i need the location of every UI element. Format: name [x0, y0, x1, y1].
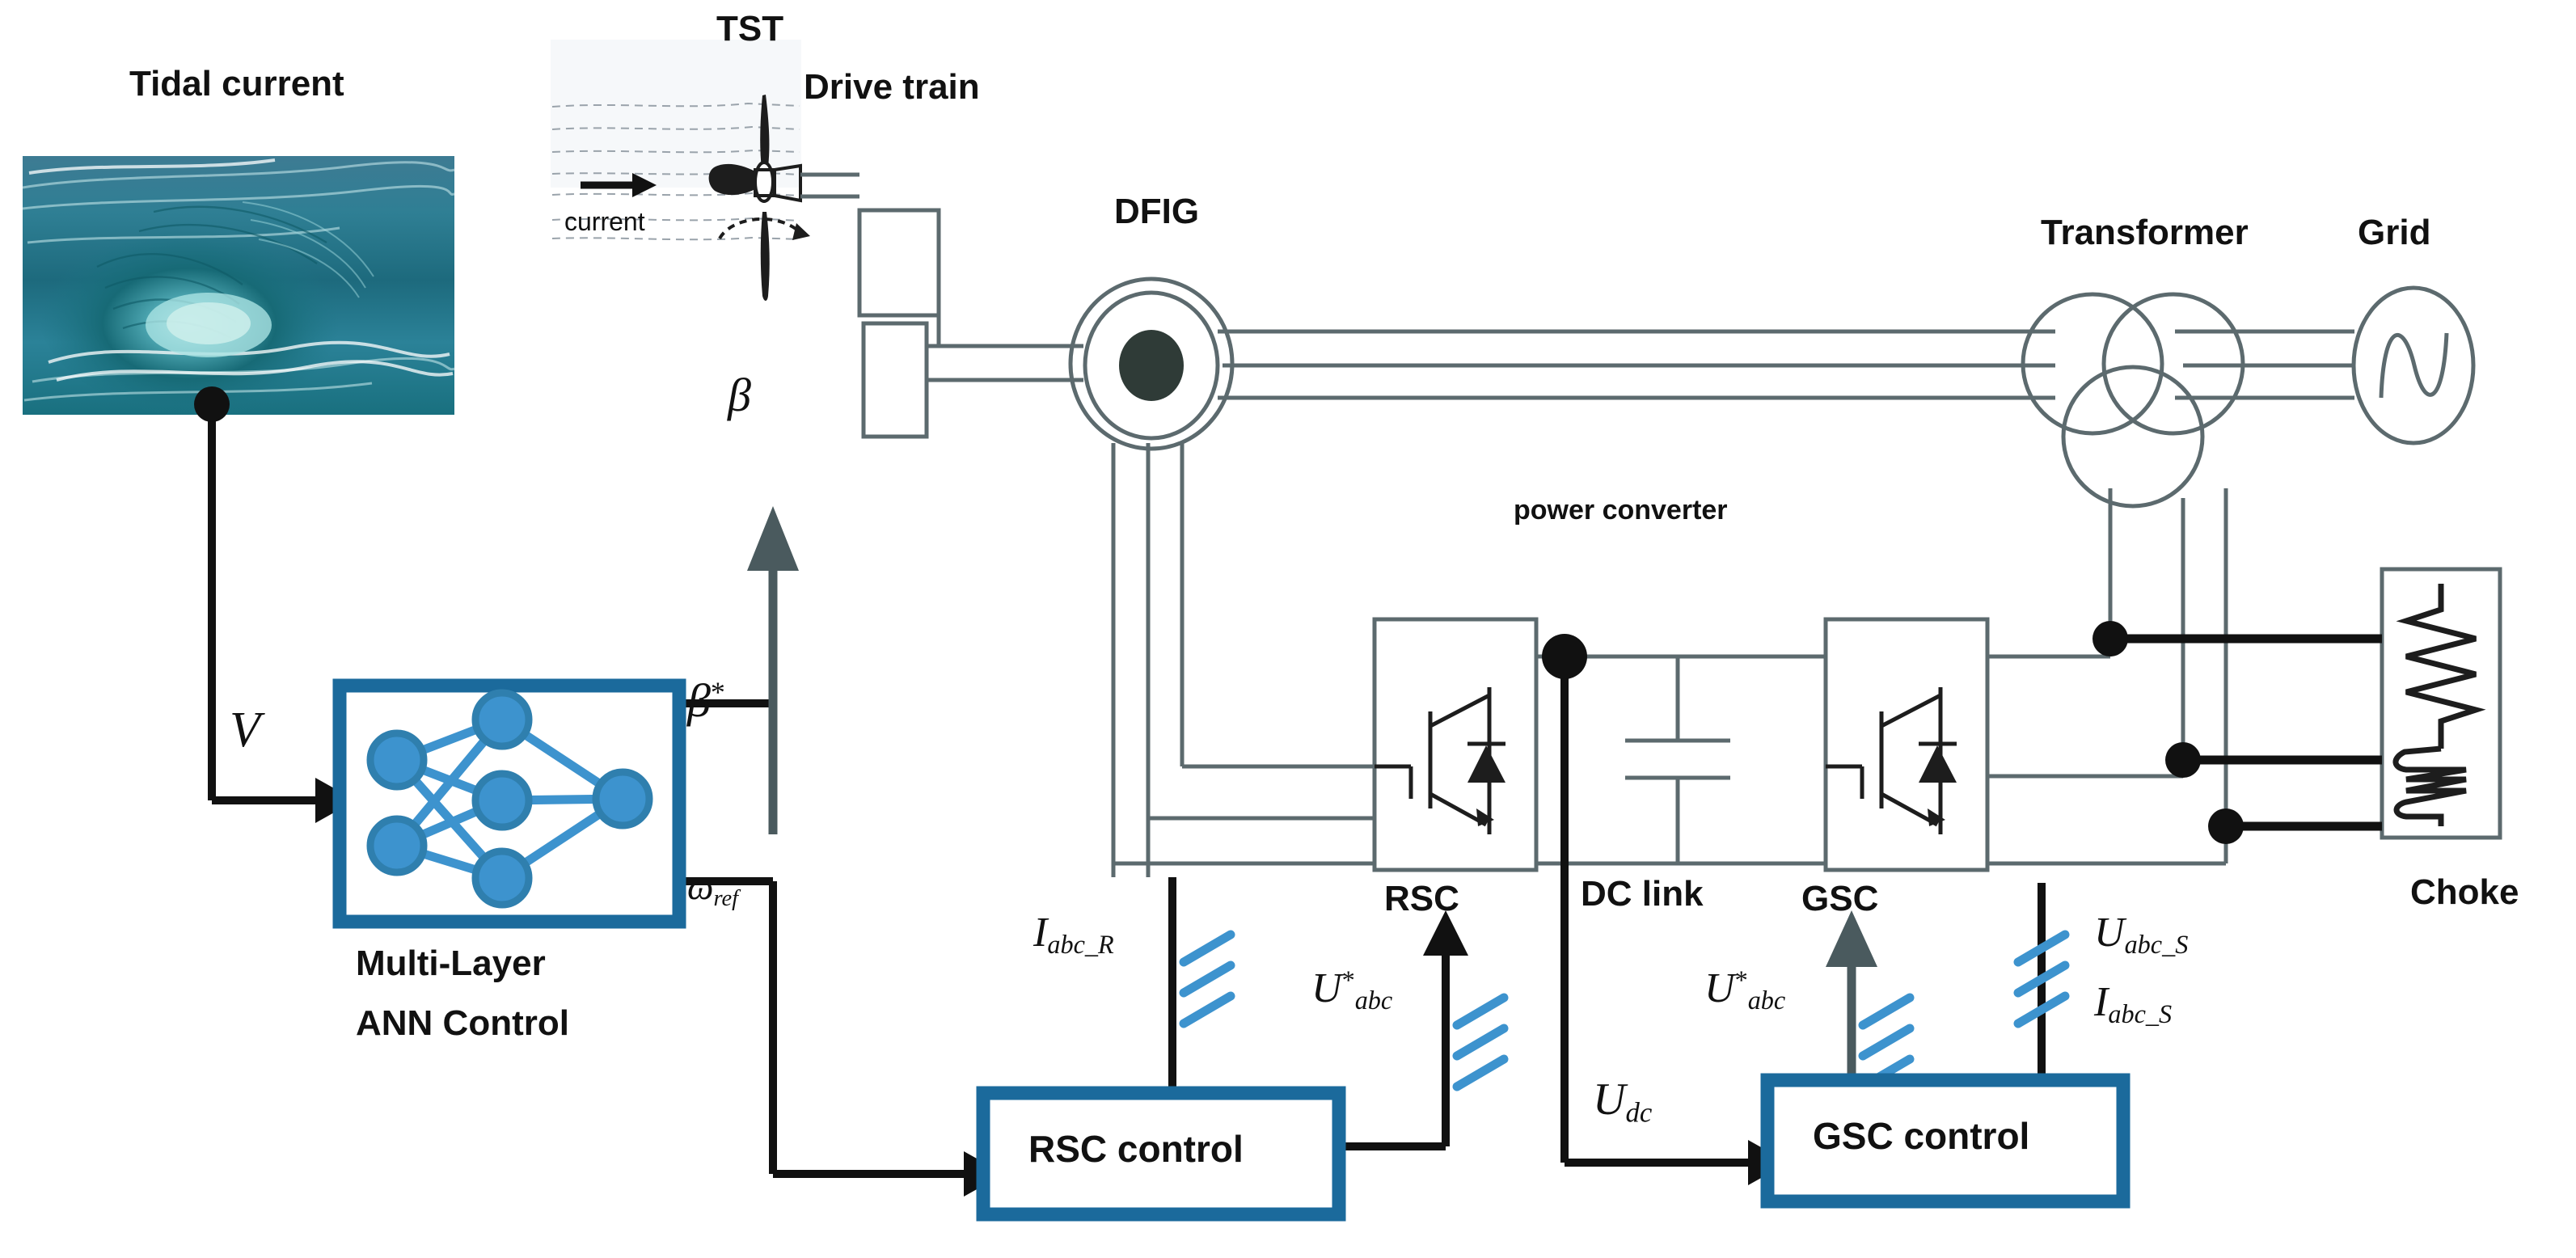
- dfig-rotor-core: [1119, 330, 1184, 401]
- transformer-winding-3: [2061, 365, 2205, 509]
- tidal-current-photo: [23, 156, 454, 415]
- ann-input-node-2: [366, 815, 428, 876]
- label-tst: TST: [716, 9, 784, 49]
- label-ann-line1: Multi-Layer: [356, 944, 546, 983]
- choke-inductor-icon: [2392, 745, 2467, 826]
- rsc-control-box[interactable]: [976, 1086, 1346, 1222]
- choke-node-dot-2: [2165, 742, 2201, 778]
- label-beta-pitch: β: [728, 369, 751, 421]
- turbine-blades-icon: [708, 95, 776, 301]
- grid-source-ellipse: [2351, 285, 2476, 445]
- transformer-winding-1: [2021, 292, 2164, 436]
- choke-box: [2380, 567, 2502, 840]
- transformer-winding-2: [2101, 292, 2245, 436]
- dfig-inner-ellipse: [1083, 290, 1220, 441]
- gsc-control-box[interactable]: [1760, 1073, 2130, 1209]
- rsc-igbt-icon: [1375, 687, 1505, 834]
- label-dfig: DFIG: [1114, 192, 1200, 231]
- gsc-converter-box: [1823, 617, 1990, 872]
- label-beta-star: β*: [687, 674, 725, 727]
- label-grid: Grid: [2358, 213, 2431, 252]
- ann-output-node: [592, 768, 653, 830]
- label-choke: Choke: [2410, 872, 2519, 912]
- ann-hidden-node-1: [471, 689, 533, 750]
- grid-sine-icon: [2379, 332, 2449, 399]
- label-gsc: GSC: [1801, 879, 1879, 918]
- pitch-rotation-icon: [718, 217, 800, 240]
- label-i-abc-s: Iabc_S: [2094, 979, 2173, 1029]
- drive-train-box-upper: [857, 208, 941, 318]
- label-u-star-abc-gsc: U*abc: [1704, 965, 1786, 1015]
- ustar-rsc-arrowhead: [1423, 910, 1468, 956]
- label-u-star-abc-rsc: U*abc: [1311, 965, 1393, 1015]
- label-omega-ref: ωref: [687, 866, 739, 911]
- label-v-signal: V: [230, 703, 260, 758]
- tidal-tap-dot: [194, 386, 230, 422]
- dc-link-tap-dot: [1542, 634, 1587, 679]
- label-u-abc-s: Uabc_S: [2094, 910, 2189, 960]
- ann-hidden-node-3: [471, 847, 533, 909]
- tst-background: [551, 40, 810, 301]
- rsc-converter-box: [1372, 617, 1539, 872]
- label-power-converter: power converter: [1514, 495, 1728, 526]
- ann-nodes: [366, 689, 653, 909]
- label-ann-line2: ANN Control: [356, 1003, 569, 1043]
- label-current: current: [564, 207, 645, 236]
- choke-node-dot-1: [2092, 621, 2128, 656]
- gsc-igbt-icon: [1826, 687, 1957, 834]
- ann-input-node-1: [366, 729, 428, 791]
- ann-hidden-node-2: [471, 770, 533, 831]
- label-u-dc: Udc: [1593, 1074, 1653, 1129]
- label-rsc-control: RSC control: [1028, 1128, 1244, 1170]
- label-transformer: Transformer: [2041, 213, 2249, 252]
- label-tidal-current: Tidal current: [129, 64, 344, 103]
- label-drive-train: Drive train: [804, 67, 980, 107]
- choke-resistor-icon: [2396, 584, 2486, 749]
- current-arrow-icon: [581, 173, 657, 197]
- beta-star-arrow: [747, 506, 799, 834]
- label-i-abc-r: Iabc_R: [1033, 910, 1114, 960]
- choke-node-dot-3: [2208, 808, 2244, 844]
- label-dc-link: DC link: [1581, 874, 1704, 914]
- label-gsc-control: GSC control: [1813, 1115, 2030, 1157]
- label-rsc: RSC: [1384, 879, 1459, 918]
